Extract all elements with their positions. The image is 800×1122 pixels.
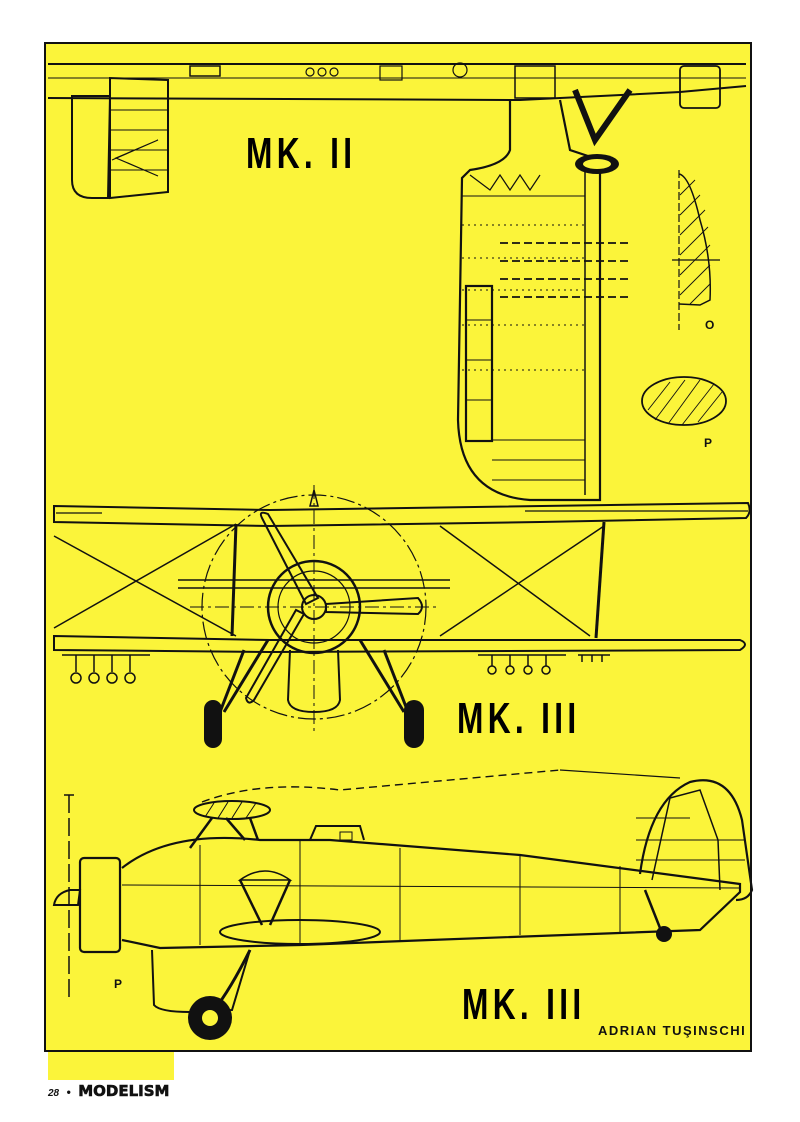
front-view-drawing [53, 485, 751, 748]
author-credit: ADRIAN TUŞINSCHI [598, 1023, 747, 1038]
view-label-front: MK. III [457, 694, 581, 743]
side-marker-p: P [114, 977, 123, 991]
section-label-p: P [704, 436, 713, 450]
side-view-drawing [52, 769, 754, 1040]
footer-strip [48, 1052, 174, 1080]
view-label-top: MK. II [246, 129, 357, 178]
page-footer: 28 • MODELISM [48, 1082, 170, 1101]
magazine-title: MODELISM [78, 1082, 170, 1101]
page-number: 28 [48, 1088, 60, 1099]
section-label-o: O [705, 318, 715, 332]
top-view-drawing [47, 62, 747, 502]
separator-dot: • [66, 1085, 71, 1099]
blueprint-sheet [44, 42, 752, 1052]
view-label-side: MK. III [462, 980, 586, 1029]
